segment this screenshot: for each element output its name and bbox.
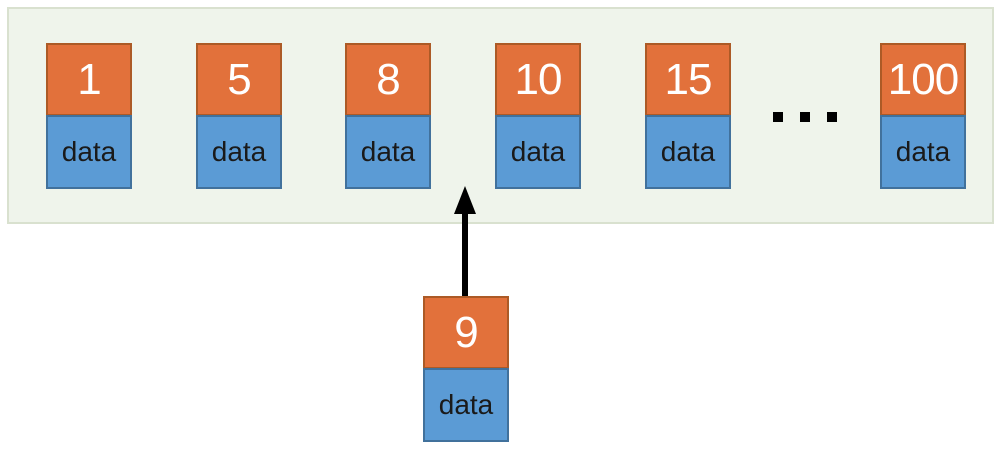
insert-arrow-icon: [454, 186, 476, 298]
list-node: 1 data: [46, 43, 132, 189]
node-key-box: 5: [196, 43, 282, 116]
ellipsis-dot: [773, 112, 783, 122]
list-node: 8 data: [345, 43, 431, 189]
node-data-box: data: [645, 115, 731, 189]
node-key-box: 15: [645, 43, 731, 116]
insert-node: 9 data: [423, 296, 509, 442]
node-data-box: data: [495, 115, 581, 189]
node-key-box: 100: [880, 43, 966, 116]
list-node: 5 data: [196, 43, 282, 189]
node-data-box: data: [880, 115, 966, 189]
node-data-box: data: [423, 368, 509, 442]
node-key-box: 8: [345, 43, 431, 116]
node-key-box: 9: [423, 296, 509, 369]
ellipsis-dot: [800, 112, 810, 122]
node-key-box: 1: [46, 43, 132, 116]
node-data-box: data: [345, 115, 431, 189]
list-node: 15 data: [645, 43, 731, 189]
ellipsis-icon: [773, 112, 837, 122]
list-node: 10 data: [495, 43, 581, 189]
node-data-box: data: [46, 115, 132, 189]
node-key-box: 10: [495, 43, 581, 116]
sorted-list-container: 1 data 5 data 8 data 10 data 15 data 100…: [7, 7, 994, 224]
list-node: 100 data: [880, 43, 966, 189]
node-data-box: data: [196, 115, 282, 189]
ellipsis-dot: [827, 112, 837, 122]
